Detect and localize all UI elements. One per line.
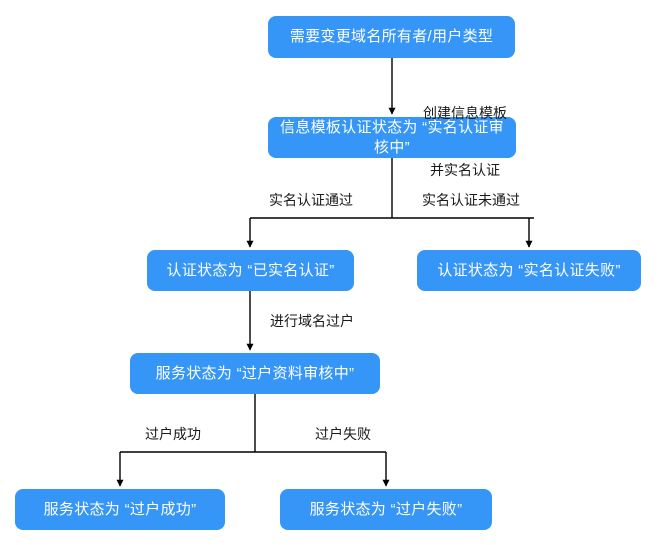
edge-label-verify-pass: 实名认证通过: [269, 192, 353, 208]
node-verified[interactable]: 认证状态为 “已实名认证”: [147, 250, 354, 291]
node-verify-failed[interactable]: 认证状态为 “实名认证失败”: [417, 250, 641, 291]
node-template-review[interactable]: 信息模板认证状态为 “实名认证审核中”: [268, 117, 516, 158]
edge-label-line-2: 并实名认证: [430, 162, 500, 178]
edge-label-line-1: 创建信息模板: [423, 105, 507, 121]
edge-label-verify-fail: 实名认证未通过: [422, 192, 520, 208]
edge-label-transfer-ok: 过户成功: [145, 426, 201, 442]
node-start[interactable]: 需要变更域名所有者/用户类型: [268, 16, 515, 58]
edge-label-do-transfer: 进行域名过户: [270, 313, 354, 329]
node-transfer-failure[interactable]: 服务状态为 “过户失败”: [280, 489, 492, 530]
edge-label-create-template: 创建信息模板 并实名认证: [400, 66, 530, 218]
node-transfer-review[interactable]: 服务状态为 “过户资料审核中”: [130, 353, 380, 394]
node-transfer-success[interactable]: 服务状态为 “过户成功”: [15, 489, 225, 530]
edge-label-transfer-ng: 过户失败: [315, 426, 371, 442]
